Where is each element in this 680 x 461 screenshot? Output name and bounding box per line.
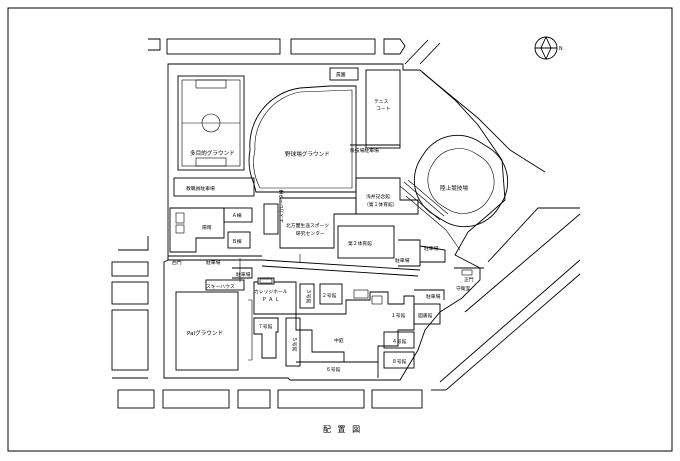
pal-label: Ｐ Ａ Ｌ [262, 297, 279, 303]
main-gate-label: 正門 [464, 277, 474, 283]
track-label: 陸上競技場 [440, 184, 468, 192]
building-7-label: ７号館 [258, 323, 273, 330]
baseball-ground-label: 野球場グラウンド [285, 150, 330, 158]
staff-parking-label: 教職員駐車場 [186, 185, 215, 192]
city-blocks-bottom [117, 389, 446, 409]
pal-ground [175, 291, 239, 371]
tennis-court [365, 69, 401, 149]
escalator-tower [263, 203, 279, 235]
staff-parking [173, 177, 255, 197]
city-blocks-right [421, 71, 581, 391]
gym-2-label: 第２体育館 [348, 240, 372, 247]
building-6-label: ６号館 [326, 366, 341, 373]
multipurpose-ground-label: 多目的グラウンド [190, 149, 235, 157]
multipurpose-ground [177, 75, 245, 171]
sports-center [279, 197, 357, 249]
tennis-label-1: テニス [374, 99, 389, 105]
pal-ground-label: Palグラウンド [187, 329, 223, 337]
central-complex [295, 291, 415, 363]
asai-hall-label-2: （第１体育館） [364, 201, 398, 208]
courtyard-label: 中庭 [334, 337, 344, 344]
baseball-ground [248, 85, 357, 193]
building-a-label: Ａ棟 [232, 212, 242, 219]
gym-2 [337, 225, 395, 259]
parking-west-label: 駐車場 [206, 259, 221, 266]
building-3-label: ３号館 [305, 289, 312, 304]
building-5-label: ５号館 [291, 337, 298, 352]
ski-house [205, 279, 245, 291]
building-2 [319, 283, 343, 305]
library-label: 図書館 [418, 312, 433, 319]
tennis-label-2: コート [376, 106, 391, 112]
sports-center-label-2: 研究センター [296, 230, 325, 237]
building-b [227, 231, 251, 249]
escalator-tower-label: エスカレータ棟 [278, 189, 285, 223]
west-gate-label: 西門 [172, 260, 182, 266]
guard-label: 守衛室 [456, 285, 471, 292]
hisame-label: 陽雨 [202, 224, 212, 231]
building-6 [296, 361, 379, 378]
map-caption: 配 置 図 [323, 425, 362, 434]
parking-east2-label: 駐車場 [424, 245, 439, 252]
city-blocks-top [148, 38, 441, 65]
building-8 [383, 351, 415, 369]
parking-east-label: 駐車場 [395, 257, 410, 264]
building-8-label: ８号館 [392, 358, 407, 365]
city-blocks-left [111, 236, 149, 379]
building-5 [285, 317, 301, 367]
building-3 [299, 283, 315, 309]
parking-south-label: 駐車場 [426, 293, 441, 300]
farm-label: 農園 [336, 71, 346, 78]
college-hall-label: カレッジホール [254, 289, 288, 295]
ski-house-label: スキーハウス [206, 283, 235, 290]
parking-mid-label: 駐車場 [236, 271, 251, 278]
building-4-label: ４号館 [392, 338, 407, 345]
map-frame [7, 7, 673, 452]
campus-boundary [163, 63, 506, 381]
stadium-parking-label: 競技場駐車場 [350, 147, 379, 154]
building-1-label: １号館 [391, 312, 406, 319]
building-2-label: ２号館 [322, 292, 337, 299]
sports-center-label-1: 北方圏生涯スポーツ [286, 222, 329, 229]
building-7 [253, 317, 279, 359]
farm [329, 67, 359, 81]
asai-hall-label-1: 浅井記念館 [366, 193, 390, 200]
north-compass: N [534, 36, 563, 60]
library [413, 303, 441, 325]
athletic-track [413, 134, 509, 228]
building-b-label: Ｂ棟 [232, 238, 242, 245]
north-label: N [559, 46, 563, 52]
building-4 [383, 331, 415, 349]
